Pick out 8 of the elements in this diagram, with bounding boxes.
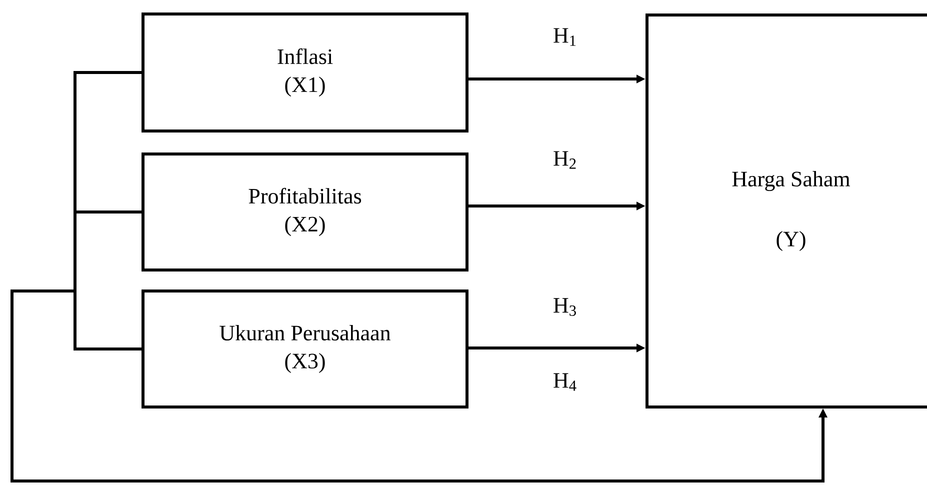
variable-box: Harga Saham (Y) — [646, 14, 927, 408]
edge-label: H$_{1}$ — [552, 27, 578, 47]
variable-box: Ukuran Perusahaan (X3) — [142, 290, 468, 408]
edge-label: H$_{2}$ — [552, 150, 578, 170]
edge-label: H$_{3}$ — [552, 297, 578, 317]
variable-box: Profitabilitas (X2) — [142, 152, 468, 272]
variable-box: Inflasi (X1) — [142, 12, 468, 132]
hypothesis-label: H$_{4}$ — [554, 373, 576, 391]
